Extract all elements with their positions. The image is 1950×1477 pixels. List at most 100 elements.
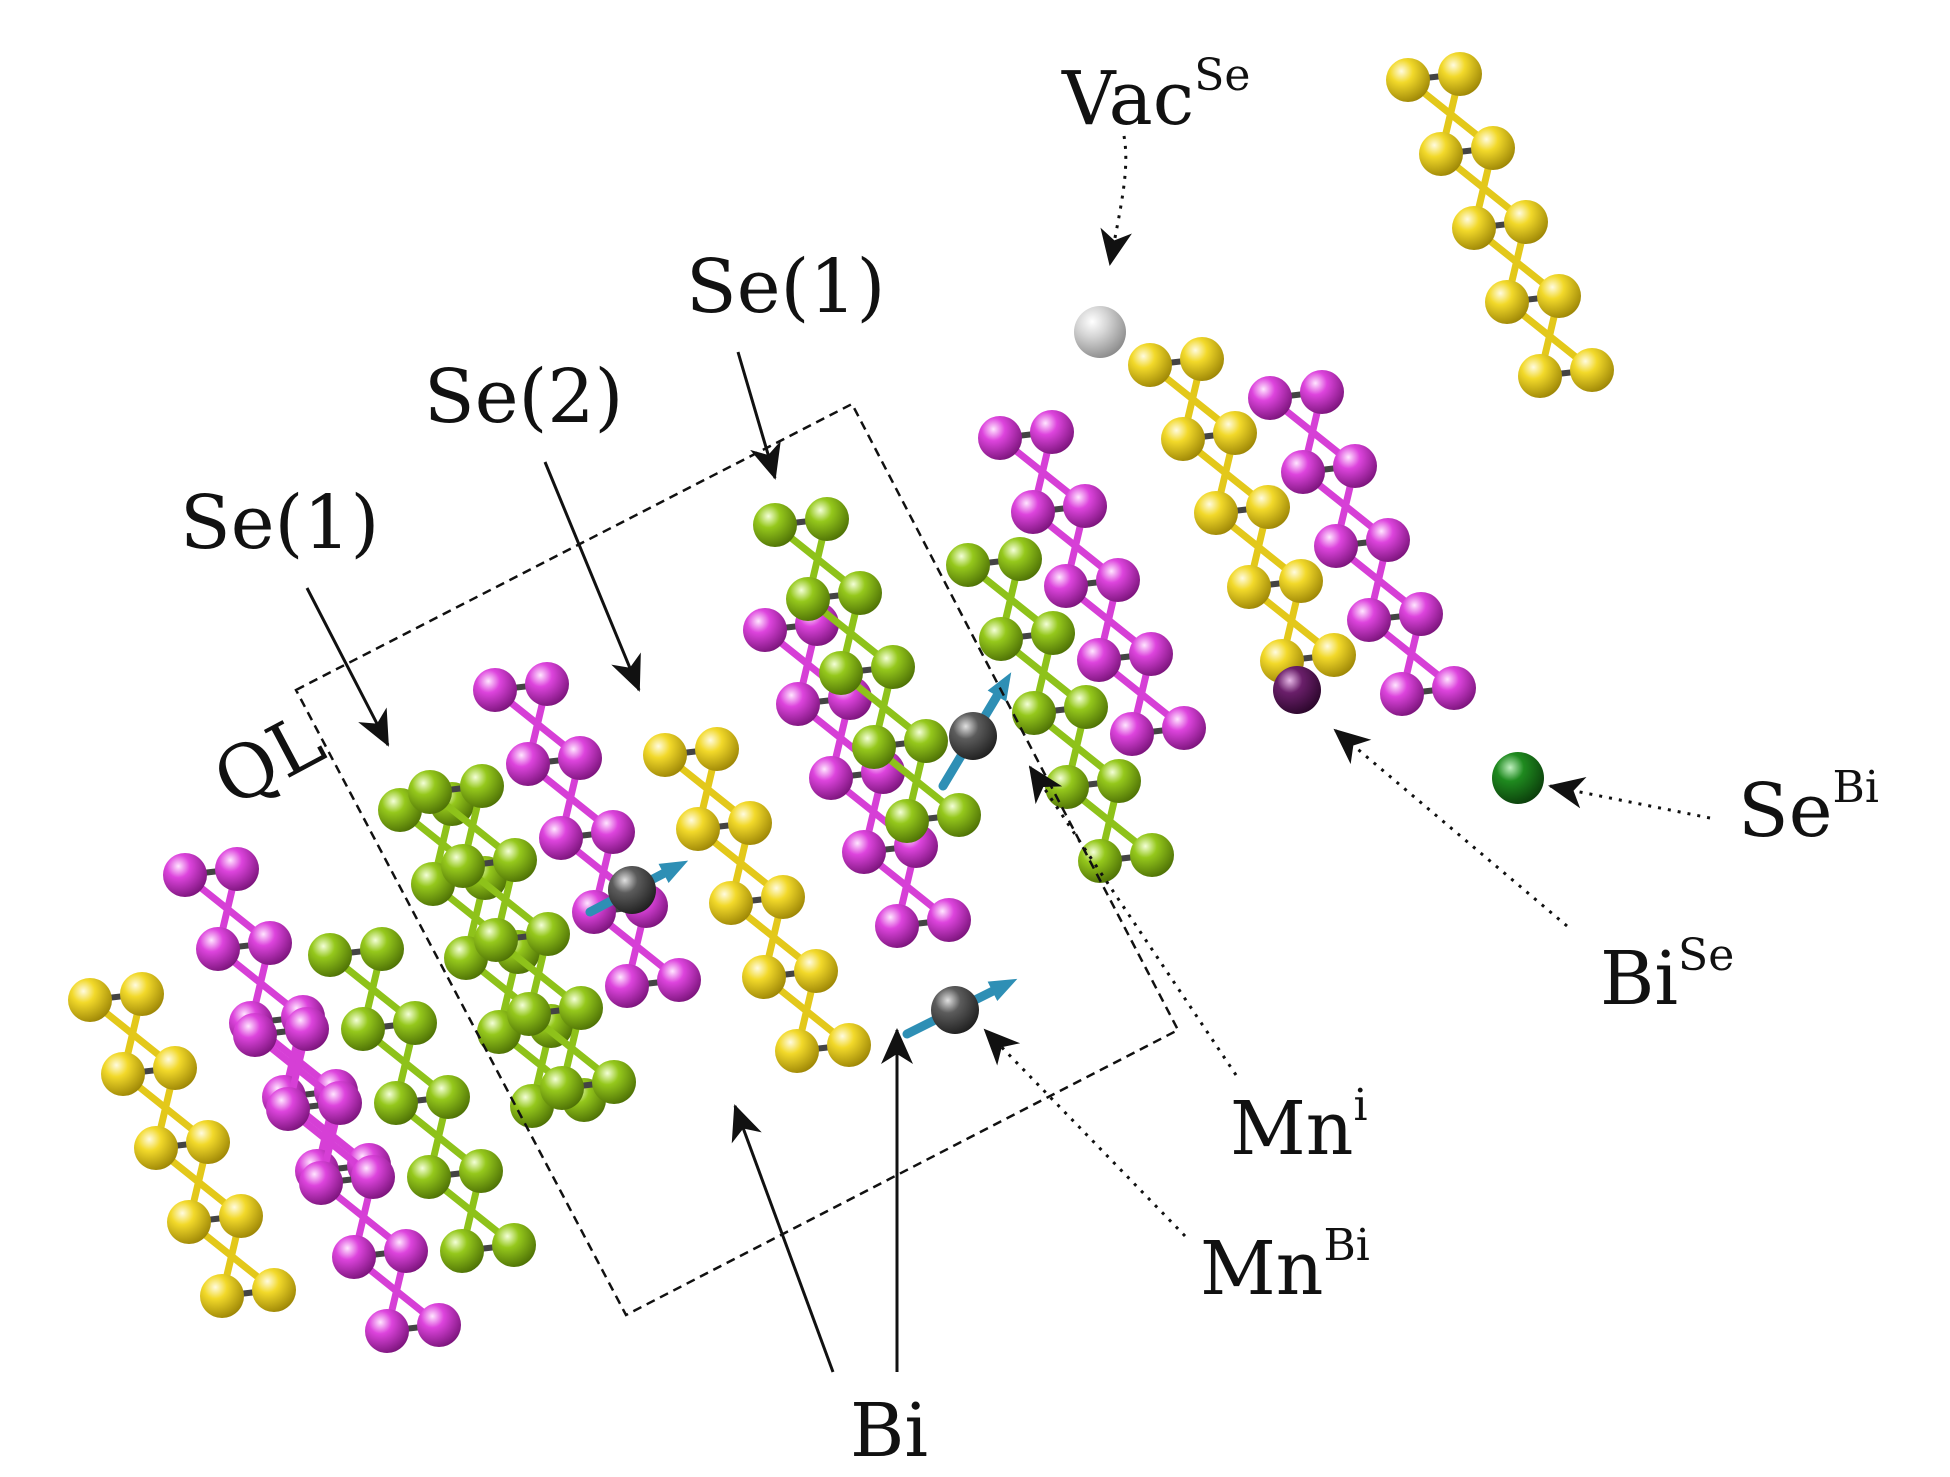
atom-se-inner [1064, 685, 1108, 729]
atom-se-inner [871, 645, 915, 689]
atom-se-outer [1452, 206, 1496, 250]
atom-se-inner [474, 918, 518, 962]
atom-se-outer [742, 955, 786, 999]
atom-se-inner [838, 571, 882, 615]
atom-se-outer [695, 727, 739, 771]
atom-bi [1432, 666, 1476, 710]
atom-se-inner [1031, 611, 1075, 655]
label-mn-i: Mni [1230, 1080, 1368, 1172]
atom-se-inner [904, 719, 948, 763]
layer-se-outer [68, 972, 296, 1318]
atom-bi [1248, 376, 1292, 420]
mn-interstitial-spin-head [987, 672, 1012, 702]
label-arrows [305, 351, 913, 1373]
atom-se-inner [441, 844, 485, 888]
atom-se-outer [1246, 485, 1290, 529]
atom-se-outer [1570, 348, 1614, 392]
atom-bi [539, 816, 583, 860]
arrow-mn-i [1028, 765, 1238, 1076]
atom-se-outer [134, 1126, 178, 1170]
atom-bi [1030, 410, 1074, 454]
defect-atoms [585, 306, 1544, 1039]
atom-se-outer [252, 1268, 296, 1312]
atom-se-outer [101, 1052, 145, 1096]
antisite-bi-se-atom [1273, 666, 1321, 714]
atom-bi [743, 608, 787, 652]
mn-interstitial-atom [949, 712, 997, 760]
atom-bi [215, 847, 259, 891]
atom-bi [163, 853, 207, 897]
layer-bi [1248, 370, 1476, 716]
mn-bi-substitution-atom [931, 986, 979, 1034]
arrow-se-bi [1548, 776, 1711, 820]
atom-bi [318, 1081, 362, 1125]
arrow-bi-se [1333, 728, 1568, 928]
atom-se-inner [507, 992, 551, 1036]
atom-bi [1300, 370, 1344, 414]
atom-bi [776, 682, 820, 726]
atom-se-outer [643, 733, 687, 777]
arrow-bi-1 [731, 1104, 835, 1373]
atom-bi [1347, 598, 1391, 642]
atom-se-outer [1128, 343, 1172, 387]
atom-bi [1129, 632, 1173, 676]
label-mn-bi: MnBi [1200, 1220, 1370, 1312]
atom-se-inner [341, 1007, 385, 1051]
layer-se-inner [408, 764, 636, 1110]
atom-se-inner [1078, 839, 1122, 883]
arrow-se1-top [736, 351, 781, 480]
atom-se-inner [753, 503, 797, 547]
atom-se-outer [775, 1029, 819, 1073]
atom-se-inner [308, 933, 352, 977]
atom-bi [1333, 444, 1377, 488]
atom-bi [248, 921, 292, 965]
atom-se-inner [492, 1223, 536, 1267]
atom-se-outer [1537, 274, 1581, 318]
atom-se-inner [998, 537, 1042, 581]
atom-se-outer [153, 1046, 197, 1090]
atom-se-inner [540, 1066, 584, 1110]
atom-se-outer [186, 1120, 230, 1164]
atom-se-inner [426, 1075, 470, 1119]
atom-bi [473, 668, 517, 712]
atom-se-inner [559, 986, 603, 1030]
atom-se-inner [592, 1060, 636, 1104]
mn-interstitial-left-atom [608, 866, 656, 914]
atom-bi [417, 1303, 461, 1347]
atom-se-outer [1485, 280, 1529, 324]
atom-se-inner [526, 912, 570, 956]
atom-se-outer [1471, 126, 1515, 170]
atom-se-outer [1504, 200, 1548, 244]
atom-bi [1399, 592, 1443, 636]
atom-se-inner [1012, 691, 1056, 735]
layer-se-outer [643, 727, 871, 1073]
atom-se-outer [1279, 559, 1323, 603]
atom-bi [1314, 524, 1358, 568]
atom-bi [927, 898, 971, 942]
label-bi-se: BiSe [1600, 930, 1734, 1022]
atom-bi [196, 927, 240, 971]
atom-bi [1096, 558, 1140, 602]
atom-se-outer [1194, 491, 1238, 535]
atom-se-inner [1130, 833, 1174, 877]
atom-se-inner [852, 725, 896, 769]
arrow-se2 [543, 461, 641, 692]
atom-se-outer [761, 875, 805, 919]
atom-se-inner [1097, 759, 1141, 803]
atom-se-outer [1386, 58, 1430, 102]
label-ql: QL [200, 696, 337, 823]
label-se1-top: Se(1) [686, 244, 885, 330]
label-vac-se: VacSe [1061, 50, 1250, 142]
atom-bi [1281, 450, 1325, 494]
atom-bi [1366, 518, 1410, 562]
atom-bi [365, 1309, 409, 1353]
atom-se-outer [827, 1023, 871, 1067]
atom-se-inner [946, 543, 990, 587]
atom-bi [1011, 490, 1055, 534]
atom-bi [1044, 564, 1088, 608]
atom-se-inner [440, 1229, 484, 1273]
atom-bi [233, 1013, 277, 1057]
atom-se-outer [1312, 633, 1356, 677]
atom-bi [1063, 484, 1107, 528]
